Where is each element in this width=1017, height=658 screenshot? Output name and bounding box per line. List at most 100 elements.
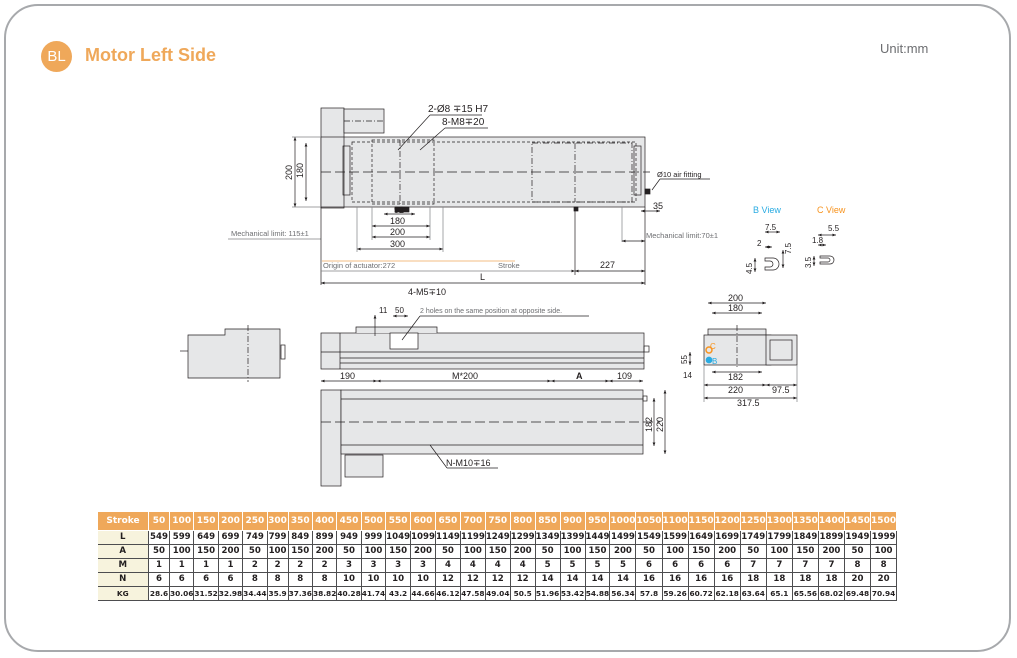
table-cell: 6 xyxy=(168,572,195,587)
table-header-cell: 400 xyxy=(311,512,338,531)
table-cell: 3 xyxy=(336,558,362,573)
table-cell: 5 xyxy=(559,558,586,573)
table-cell: 100 xyxy=(870,544,898,559)
table-cell: 50 xyxy=(336,544,362,559)
table-cell: 5 xyxy=(534,558,561,573)
motor-end-view xyxy=(180,325,286,382)
dim-A: A xyxy=(576,371,583,381)
table-cell: 35.9 xyxy=(266,586,289,601)
table-cell: 47.58 xyxy=(459,586,486,601)
row-label: N xyxy=(97,572,149,587)
table-cell: 28.6 xyxy=(148,586,170,601)
table-cell: 100 xyxy=(360,544,387,559)
table-cell: 10 xyxy=(336,572,362,587)
table-cell: 14 xyxy=(609,572,637,587)
dim-300: 300 xyxy=(390,239,405,249)
table-header-cell: 900 xyxy=(559,512,586,531)
table-header-stroke: Stroke xyxy=(97,512,149,531)
table-cell: 7 xyxy=(817,558,845,573)
table-cell: 6 xyxy=(193,572,219,587)
table-cell: 8 xyxy=(843,558,872,573)
table-cell: 7 xyxy=(765,558,793,573)
table-cell: 50 xyxy=(739,544,767,559)
b-dim-4-5: 4.5 xyxy=(745,262,754,274)
table-cell: 40.28 xyxy=(336,586,362,601)
table-cell: 50 xyxy=(148,544,170,559)
dim-190: 190 xyxy=(340,371,355,381)
table-cell: 1199 xyxy=(459,530,486,545)
c-view-title: C View xyxy=(817,205,846,215)
dim-m200: M*200 xyxy=(452,371,478,381)
table-cell: 10 xyxy=(410,572,436,587)
end-label-c: C xyxy=(710,342,716,351)
table-cell: 37.36 xyxy=(287,586,313,601)
table-cell: 1149 xyxy=(434,530,461,545)
table-cell: 100 xyxy=(168,544,195,559)
table-cell: 699 xyxy=(217,530,244,545)
table-cell: 14 xyxy=(534,572,561,587)
unit-label: Unit:mm xyxy=(880,41,929,56)
table-header-cell: 1500 xyxy=(870,512,898,531)
table-cell: 12 xyxy=(484,572,511,587)
table-cell: 549 xyxy=(148,530,170,545)
dim-220-side: 220 xyxy=(655,417,665,432)
table-header-cell: 800 xyxy=(509,512,536,531)
table-cell: 56.34 xyxy=(609,586,637,601)
table-header-cell: 1450 xyxy=(843,512,872,531)
table-cell: 68.02 xyxy=(817,586,845,601)
table-cell: 150 xyxy=(584,544,611,559)
table-header-cell: 250 xyxy=(242,512,268,531)
table-cell: 1049 xyxy=(385,530,412,545)
table-header-cell: 300 xyxy=(266,512,289,531)
table-cell: 2 xyxy=(242,558,268,573)
table-cell: 6 xyxy=(687,558,715,573)
bottom-view xyxy=(320,389,667,487)
table-header-cell: 650 xyxy=(434,512,461,531)
table-cell: 8 xyxy=(311,572,338,587)
table-cell: 1549 xyxy=(635,530,663,545)
table-cell: 1749 xyxy=(739,530,767,545)
table-cell: 200 xyxy=(817,544,845,559)
table-cell: 6 xyxy=(635,558,663,573)
stroke-label: Stroke xyxy=(498,261,520,270)
table-cell: 8 xyxy=(287,572,313,587)
side-view xyxy=(320,314,650,383)
table-header-cell: 950 xyxy=(584,512,611,531)
table-cell: 18 xyxy=(817,572,845,587)
table-cell: 6 xyxy=(661,558,689,573)
table-cell: 899 xyxy=(311,530,338,545)
table-cell: 6 xyxy=(713,558,741,573)
page-frame xyxy=(4,4,1011,652)
end-dim-200: 200 xyxy=(728,293,743,303)
table-header-cell: 1150 xyxy=(687,512,715,531)
table-cell: 1649 xyxy=(687,530,715,545)
table-cell: 100 xyxy=(559,544,586,559)
holes-note: 2 holes on the same position at opposite… xyxy=(420,308,562,315)
table-cell: 200 xyxy=(609,544,637,559)
table-cell: 70.94 xyxy=(870,586,898,601)
end-dim-220: 220 xyxy=(728,385,743,395)
table-header-cell: 450 xyxy=(336,512,362,531)
table-cell: 43.2 xyxy=(385,586,412,601)
table-cell: 4 xyxy=(509,558,536,573)
table-header-cell: 200 xyxy=(217,512,244,531)
table-cell: 150 xyxy=(287,544,313,559)
table-cell: 1999 xyxy=(870,530,898,545)
table-cell: 200 xyxy=(509,544,536,559)
technical-drawing: 2-Ø8 ∓15 H7 8-M8∓20 Ø10 air fitting 200 … xyxy=(180,104,846,487)
mech-limit-left: Mechanical limit: 115±1 xyxy=(231,229,309,238)
end-dim-14: 14 xyxy=(683,371,692,380)
table-cell: 50.5 xyxy=(509,586,536,601)
table-cell: 2 xyxy=(266,558,289,573)
table-cell: 14 xyxy=(584,572,611,587)
table-header-cell: 750 xyxy=(484,512,511,531)
table-cell: 50 xyxy=(534,544,561,559)
table-cell: 4 xyxy=(484,558,511,573)
table-cell: 14 xyxy=(559,572,586,587)
table-cell: 100 xyxy=(266,544,289,559)
right-end-view xyxy=(688,301,798,402)
table-cell: 50 xyxy=(242,544,268,559)
table-cell: 8 xyxy=(242,572,268,587)
